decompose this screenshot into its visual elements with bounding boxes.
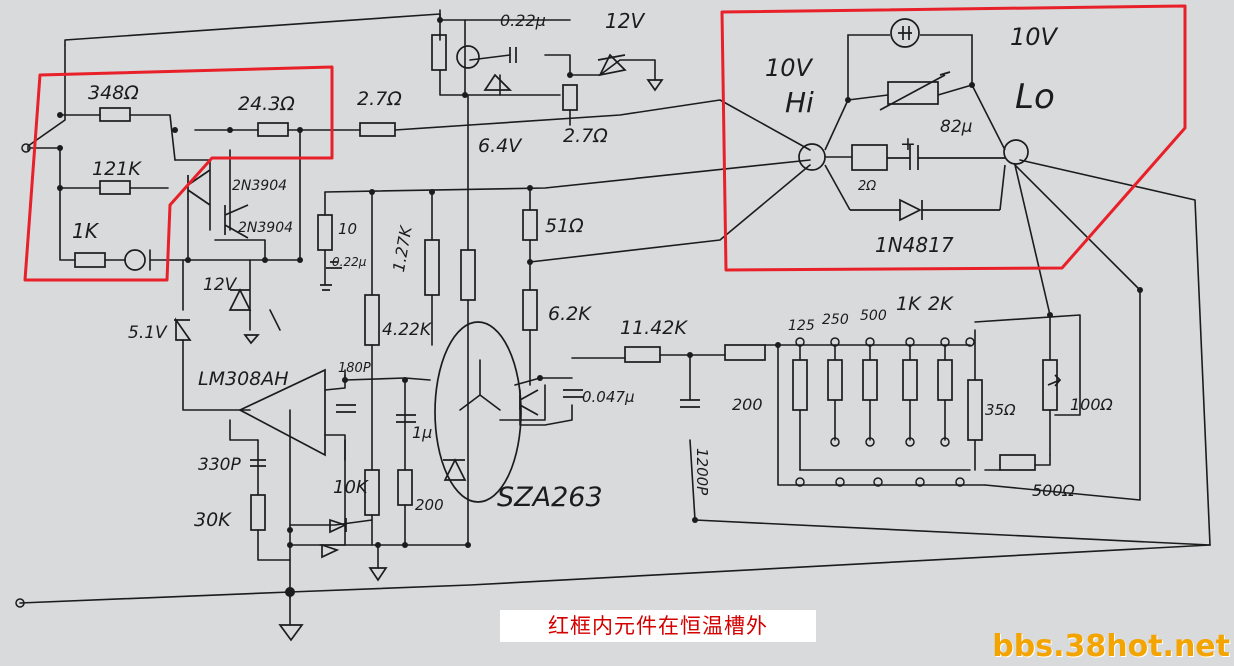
site-watermark: bbs.38hot.net [992, 629, 1230, 664]
label-r-500: 500 [860, 308, 887, 324]
label-r-51: 51Ω [545, 215, 584, 237]
label-v-10v-right: 10V [1010, 23, 1059, 51]
label-r-4-22k: 4.22K [382, 320, 433, 340]
label-r-6-2k: 6.2K [548, 303, 592, 325]
label-plus-sign: + [900, 133, 916, 155]
label-r-200-low: 200 [415, 496, 444, 514]
label-z-12v-left: 12V [203, 275, 238, 295]
reference-bridge [824, 34, 1006, 211]
label-c-82u: 82μ [940, 117, 973, 137]
label-r-121k: 121K [92, 158, 142, 180]
label-r-200-right: 200 [732, 395, 763, 414]
label-v-10v-left: 10V [765, 54, 814, 82]
label-opamp: LM308AH [198, 368, 289, 390]
off-oven-frames [23, 4, 1187, 282]
label-r-30k: 30K [194, 509, 232, 531]
label-r-11-42k: 11.42K [620, 317, 688, 339]
label-r-35: 35Ω [985, 401, 1016, 419]
label-d-1n4817: 1N4817 [875, 233, 954, 257]
label-ref-chip: SZA263 [497, 482, 603, 513]
label-r-2-7-mid: 2.7Ω [563, 125, 608, 147]
label-term-hi: Hi [785, 86, 814, 119]
switch-terminals [15, 143, 975, 608]
circuit-components [74, 18, 1062, 642]
label-c-0-22u-left: 0.22μ [332, 255, 367, 269]
label-r-348: 348Ω [88, 82, 139, 104]
label-q-2n3904-b: 2N3904 [238, 220, 293, 236]
label-r-10k: 10K [333, 477, 369, 498]
label-r-500-bottom: 500Ω [1032, 481, 1076, 500]
label-c-0-22u-top: 0.22μ [500, 11, 546, 30]
label-c-330p: 330P [198, 455, 241, 475]
label-r-1k-b: 1K [896, 293, 922, 315]
label-r-24-3: 24.3Ω [238, 93, 295, 115]
label-r-2k: 2K [928, 293, 954, 315]
label-z-12v-top: 12V [605, 9, 645, 33]
label-r-100: 100Ω [1070, 395, 1114, 414]
junction-dots [57, 17, 1143, 597]
label-q-2n3904-a: 2N3904 [232, 178, 287, 194]
label-z-5-1v: 5.1V [128, 323, 168, 343]
label-r-250: 250 [822, 312, 849, 328]
label-c-180p: 180P [338, 361, 371, 376]
label-r-10: 10 [338, 220, 357, 238]
label-c-1200p: 1200P [693, 448, 711, 496]
label-r-2: 2Ω [858, 179, 876, 194]
label-v-6-4v: 6.4V [478, 135, 523, 157]
label-r-1k: 1K [72, 219, 100, 243]
label-r-2-7-top: 2.7Ω [357, 88, 402, 110]
label-c-1u: 1μ [412, 423, 432, 442]
caption-note: 红框内元件在恒温槽外 [500, 610, 816, 642]
label-c-0-047u: 0.047μ [582, 388, 635, 406]
label-r-125: 125 [788, 318, 815, 334]
label-term-lo: Lo [1015, 77, 1055, 117]
